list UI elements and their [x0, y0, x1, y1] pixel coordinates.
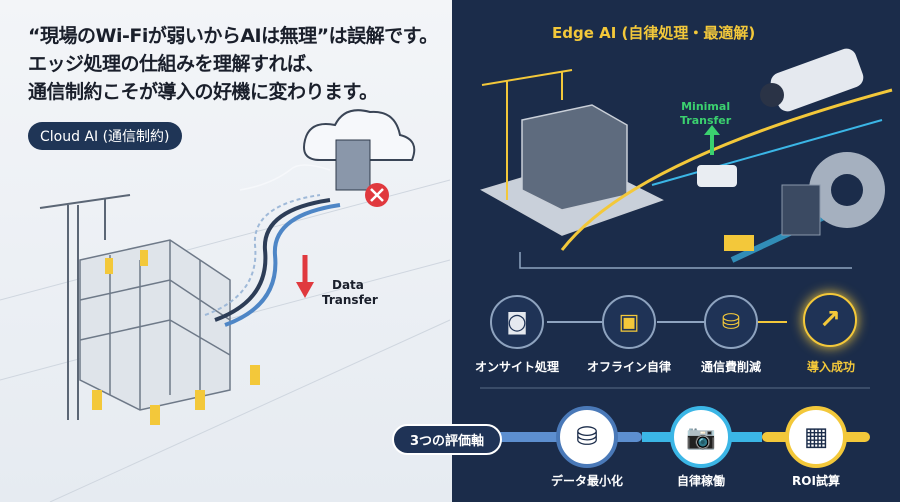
data-transfer-path — [204, 194, 341, 327]
construction-site-illustration — [0, 109, 451, 502]
site-platform-icon — [480, 104, 664, 236]
database-download-icon: ⛁ — [576, 422, 598, 452]
step-label: 通信費削減 — [700, 360, 761, 374]
axis-label: 自律稼働 — [676, 474, 725, 488]
axis-label: ROI試算 — [792, 474, 840, 488]
camera-icon — [760, 48, 864, 112]
axis-data-minimization: ⛁ — [556, 406, 618, 468]
camera-icon: ◙ — [506, 309, 528, 335]
headline-line: エッジ処理の仕組みを理解すれば、 — [28, 53, 325, 75]
database-coins-icon: ⛁ — [721, 309, 741, 335]
step-cost-reduction: ⛁ — [704, 295, 758, 349]
minimal-transfer-label: Minimal Transfer — [680, 100, 731, 128]
headline-line: “現場のWi-Fiが弱いからAIは無理”は誤解です。 — [28, 25, 438, 47]
edge-ai-title: Edge AI (自律処理・最適解) — [552, 24, 756, 42]
step-label: オフライン自律 — [586, 360, 671, 374]
server-icon — [781, 184, 821, 236]
data-transfer-line: Data — [332, 278, 364, 292]
workers-icon — [92, 250, 260, 425]
step-offline-autonomy: ▣ — [602, 295, 656, 349]
evaluation-axes-label: 3つの評価軸 — [392, 424, 503, 455]
crane-icon — [481, 69, 573, 200]
step-label: オンサイト処理 — [474, 360, 559, 374]
router-icon — [697, 165, 737, 187]
cloud-server-icon — [303, 109, 416, 207]
axis-label: データ最小化 — [550, 474, 623, 488]
headline-line: 通信制約こそが導入の好機に変わります。 — [28, 81, 378, 103]
gear-icon — [809, 152, 885, 228]
edge-site-illustration — [480, 48, 893, 442]
headline: “現場のWi-Fiが弱いからAIは無理”は誤解です。 エッジ処理の仕組みを理解す… — [28, 22, 438, 106]
minimal-transfer-line: Transfer — [680, 114, 732, 127]
transfer-line — [560, 88, 893, 251]
cloud-ai-badge: Cloud AI (通信制約) — [28, 122, 182, 150]
step-success: ↗ — [803, 293, 857, 347]
cloud-ai-panel: “現場のWi-Fiが弱いからAIは無理”は誤解です。 エッジ処理の仕組みを理解す… — [0, 0, 452, 502]
axis-autonomous-operation: 📷 — [670, 406, 732, 468]
crane-icon — [39, 194, 131, 420]
minimal-transfer-line: Minimal — [681, 100, 731, 113]
step-onsite-processing: ◙ — [490, 295, 544, 349]
data-transfer-line: Transfer — [322, 293, 378, 307]
axis-roi: ▦ — [785, 406, 847, 468]
camera-offline-icon: 📷 — [686, 423, 716, 451]
growth-arrow-icon: ↗ — [819, 305, 841, 335]
calculator-chart-icon: ▦ — [803, 422, 829, 452]
data-block-icon — [724, 235, 754, 251]
building-icon — [79, 239, 231, 411]
chip-check-icon: ▣ — [618, 309, 640, 335]
step-label: 導入成功 — [806, 360, 855, 374]
data-transfer-label: Data Transfer — [322, 278, 378, 308]
